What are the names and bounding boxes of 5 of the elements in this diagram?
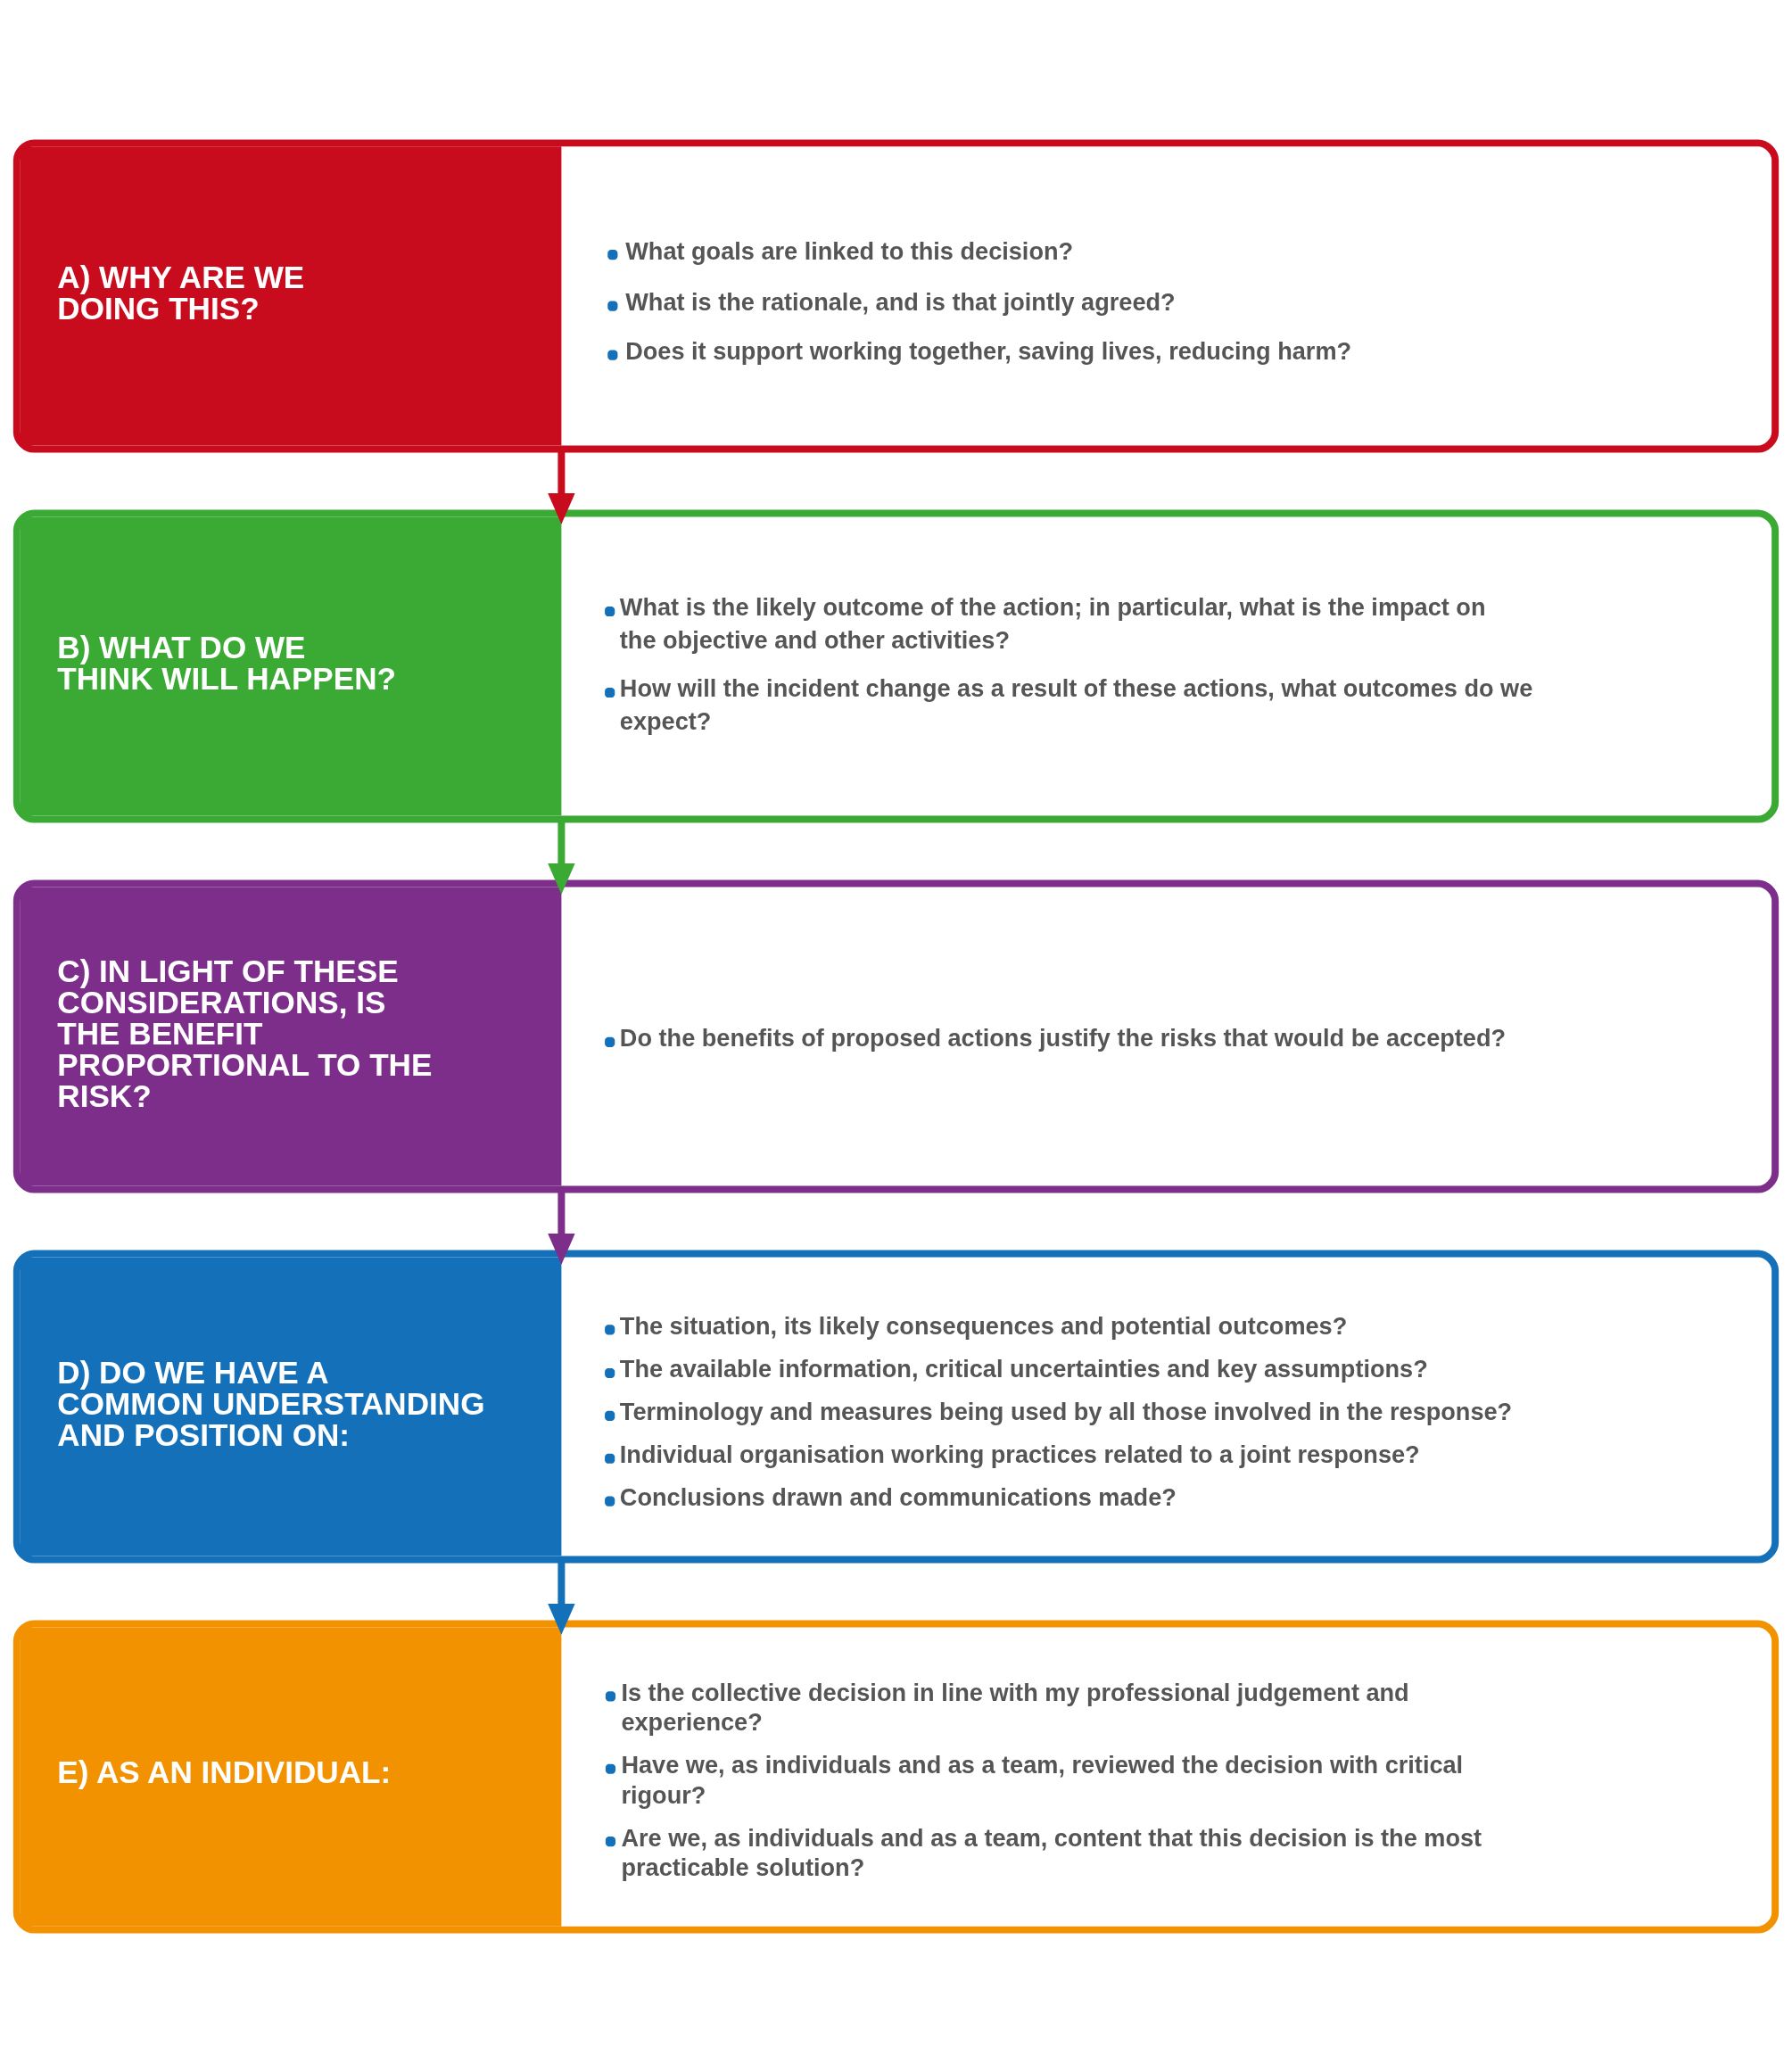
node-box: B) WHAT DO WE THINK WILL HAPPEN? What is the likely outcome of the action; in particular, what is the impact on the objective and other activities? How will the incident change as a result of these actions, what outcomes do we expect? (12, 508, 1780, 823)
node-box: D) DO WE HAVE A COMMON UNDERSTANDING AND POSITION ON: The situation, its likely consequences and potential outcomes? The available information, critical uncertainties and key assumptions? Terminology and measures being used by all those involved in the response? Individual organisation working practices related to a joint response? Conclusions drawn and communications made? (12, 1249, 1780, 1564)
node-box: A) WHY ARE WE DOING THIS? What goals are linked to this decision? What is the rationale, and is that jointly agreed? Does it support working together, saving lives, reducing harm? (12, 138, 1780, 453)
node-box: E) AS AN INDIVIDUAL: Is the collective decision in line with my professional judgement and experience? Have we, as individuals and as a team, reviewed the decision with critical rigour? Are we, as individuals and as a team, content that this decision is the most practicable solution? (12, 1619, 1780, 1934)
node-box: C) IN LIGHT OF THESE CONSIDERATIONS, IS THE BENEFIT PROPORTIONAL TO THE RISK? Do the benefits of proposed actions justify the risks that would be accepted? (12, 879, 1780, 1193)
